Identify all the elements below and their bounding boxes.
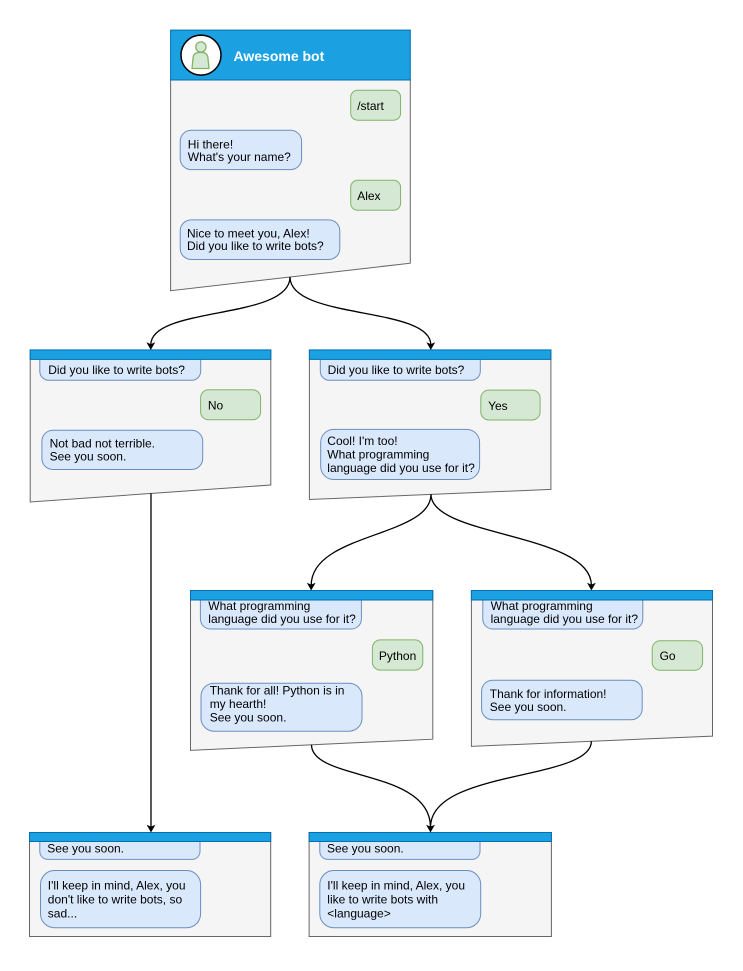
svg-text:sad...: sad...	[48, 907, 77, 921]
svg-text:Thank for information!: Thank for information!	[490, 687, 607, 701]
svg-text:No: No	[208, 399, 224, 413]
svg-text:language did you use for it?: language did you use for it?	[327, 461, 475, 475]
svg-text:Nice to meet you, Alex!: Nice to meet you, Alex!	[187, 226, 310, 240]
svg-text:Hi there!: Hi there!	[188, 138, 233, 152]
svg-text:I'll keep in mind, Alex, you: I'll keep in mind, Alex, you	[48, 879, 186, 893]
svg-text:like to write bots with: like to write bots with	[327, 893, 438, 907]
svg-text:Awesome bot: Awesome bot	[234, 48, 325, 64]
svg-text:Did you like to write bots?: Did you like to write bots?	[48, 363, 185, 377]
svg-text:Not bad not terrible.: Not bad not terrible.	[50, 437, 155, 451]
svg-text:Go: Go	[660, 649, 676, 663]
svg-text:<language>: <language>	[327, 907, 390, 921]
svg-text:don't like to write bots, so: don't like to write bots, so	[48, 893, 183, 907]
svg-text:Did you like to write bots?: Did you like to write bots?	[187, 239, 324, 253]
svg-text:/start: /start	[357, 99, 384, 113]
svg-text:language did you use for it?: language did you use for it?	[208, 612, 356, 626]
svg-text:See you soon.: See you soon.	[490, 700, 567, 714]
svg-text:I'll keep in mind, Alex, you: I'll keep in mind, Alex, you	[327, 879, 465, 893]
svg-text:What programming: What programming	[208, 599, 310, 613]
svg-text:See you soon.: See you soon.	[50, 450, 127, 464]
svg-text:Python: Python	[379, 649, 416, 663]
svg-text:Yes: Yes	[488, 399, 508, 413]
svg-text:my hearth!: my hearth!	[210, 697, 267, 711]
svg-text:See you soon.: See you soon.	[327, 842, 404, 856]
svg-text:See you soon.: See you soon.	[210, 711, 287, 725]
svg-text:Alex: Alex	[357, 189, 380, 203]
svg-text:Did you like to write bots?: Did you like to write bots?	[328, 363, 465, 377]
svg-text:language did you use for it?: language did you use for it?	[491, 612, 639, 626]
svg-text:Cool! I'm too!: Cool! I'm too!	[327, 434, 397, 448]
svg-text:What programming: What programming	[327, 448, 429, 462]
svg-text:Thank for all! Python is in: Thank for all! Python is in	[210, 684, 345, 698]
svg-text:See you soon.: See you soon.	[47, 842, 124, 856]
svg-text:What programming: What programming	[491, 599, 593, 613]
svg-text:What's your name?: What's your name?	[188, 150, 291, 164]
